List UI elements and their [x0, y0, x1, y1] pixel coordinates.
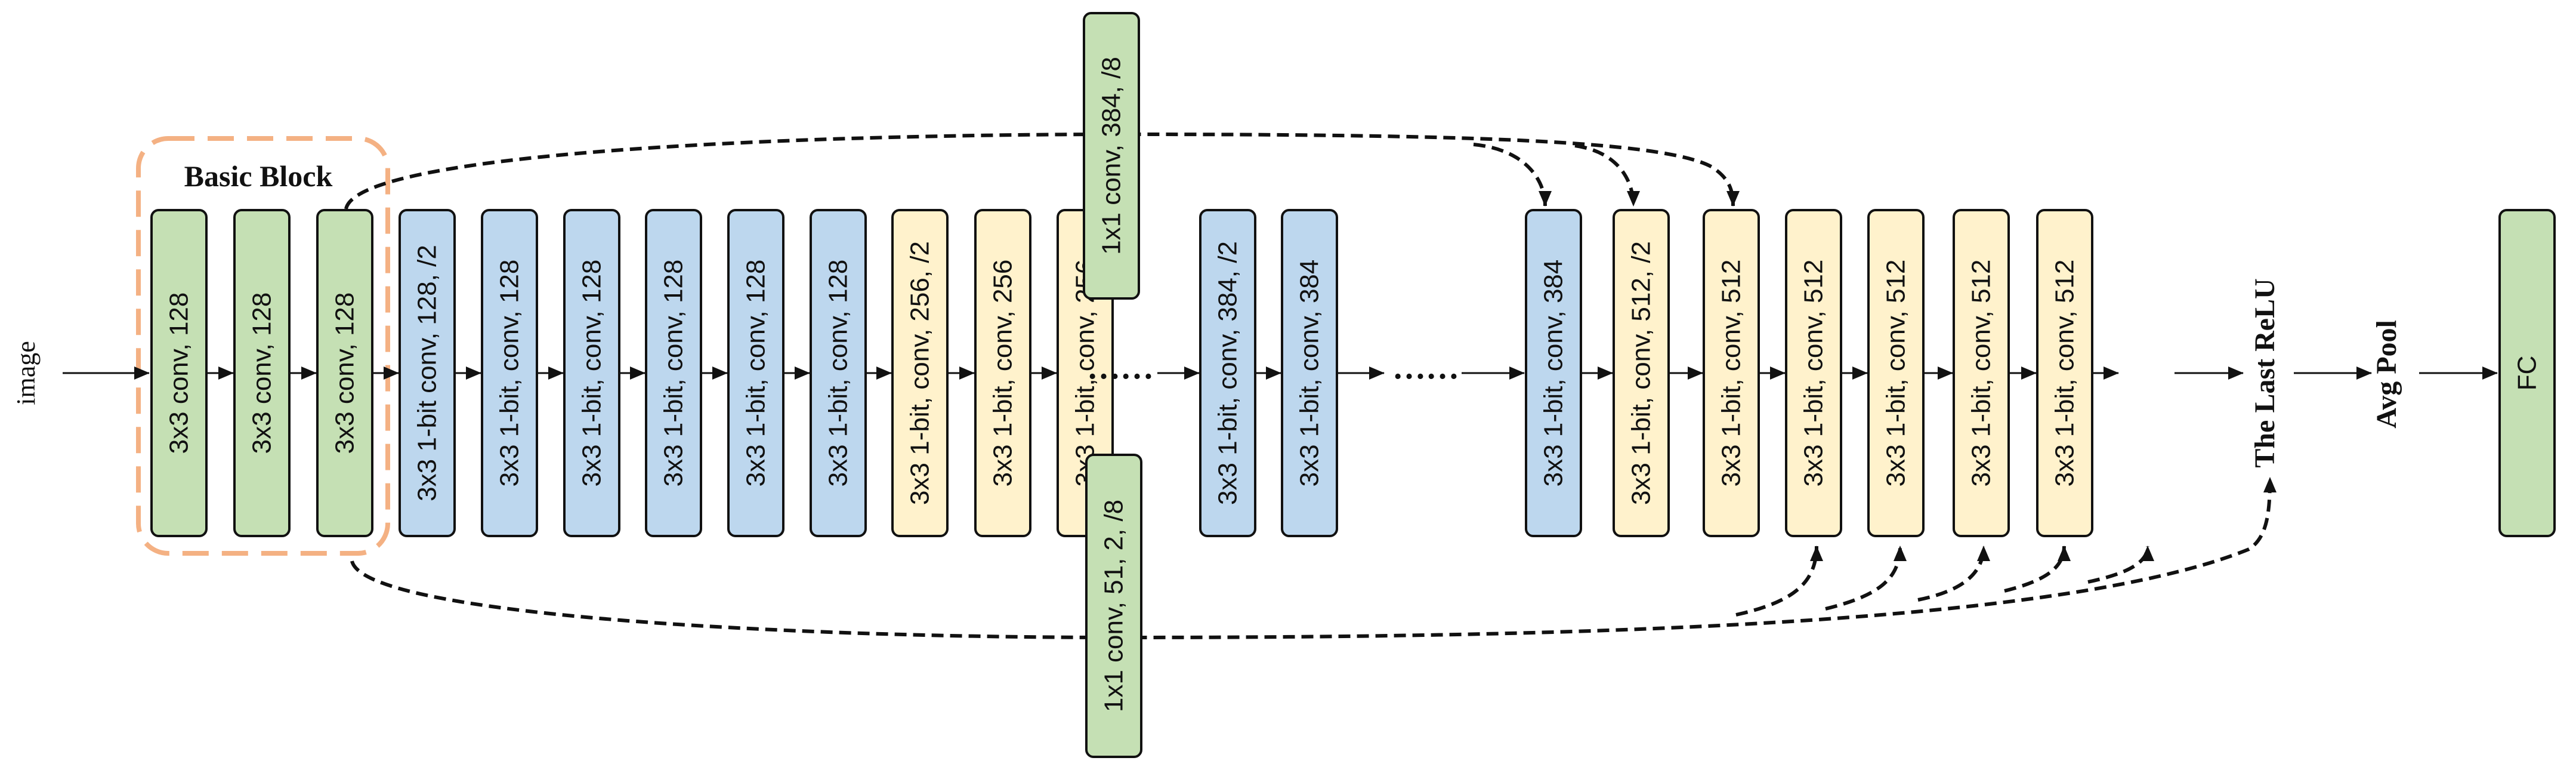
bottom-shortcut-branch-4 [2004, 546, 2071, 593]
block-b18-label: 3x3 1-bit, conv, 512 [1799, 260, 1828, 487]
block-b19: 3x3 1-bit, conv, 512 [1867, 209, 1925, 537]
side-block-top-box [1083, 12, 1140, 300]
basic-block-label: Basic Block [184, 159, 333, 193]
block-b13-label: 3x3 1-bit, conv, 384, /2 [1213, 241, 1243, 505]
block-b18: 3x3 1-bit, conv, 512 [1785, 209, 1842, 537]
block-b4: 3x3 1-bit conv, 128, /2 [399, 209, 456, 537]
block-b8-box [727, 209, 784, 537]
block-b17: 3x3 1-bit, conv, 512 [1703, 209, 1760, 537]
block-b9: 3x3 1-bit, conv, 128 [810, 209, 867, 537]
block-b20: 3x3 1-bit, conv, 512 [1953, 209, 2010, 537]
block-b21-box [2036, 209, 2093, 537]
side-block-bottom: 1x1 conv, 51, 2, /8 [1085, 454, 1142, 758]
basic-block-outline [136, 136, 390, 556]
side-block-bottom-label: 1x1 conv, 51, 2, /8 [1099, 500, 1129, 712]
shortcut-connections [344, 132, 2277, 640]
top-shortcut-curve [344, 132, 1740, 210]
block-b16: 3x3 1-bit, conv, 512, /2 [1613, 209, 1670, 537]
block-b17-box [1703, 209, 1760, 537]
block-b6-box [563, 209, 620, 537]
block-b15: 3x3 1-bit, conv, 384 [1525, 209, 1582, 537]
top-shortcut-branch-2 [1574, 144, 1640, 207]
side-block-top-label: 1x1 conv, 384, /8 [1097, 57, 1126, 255]
side-block-fc: FC [2498, 209, 2556, 537]
block-b4-box [399, 209, 456, 537]
block-b5: 3x3 1-bit, conv, 128 [481, 209, 538, 537]
block-b18-box [1785, 209, 1842, 537]
block-b11: 3x3 1-bit, conv, 256 [974, 209, 1031, 537]
block-b5-label: 3x3 1-bit, conv, 128 [495, 260, 524, 487]
bottom-shortcut-branch-1 [1735, 546, 1823, 617]
block-b1-label: 3x3 conv, 128 [165, 292, 194, 454]
block-b2: 3x3 conv, 128 [233, 209, 291, 537]
block-b4-label: 3x3 1-bit conv, 128, /2 [413, 245, 442, 501]
bottom-shortcut-branch-2 [1825, 546, 1907, 611]
block-b17-label: 3x3 1-bit, conv, 512 [1717, 260, 1746, 487]
block-b13: 3x3 1-bit, conv, 384, /2 [1199, 209, 1256, 537]
block-b3-label: 3x3 conv, 128 [331, 292, 360, 454]
block-b15-box [1525, 209, 1582, 537]
block-b11-box [974, 209, 1031, 537]
block-b13-box [1199, 209, 1256, 537]
block-b3: 3x3 conv, 128 [316, 209, 373, 537]
block-b3-box [316, 209, 373, 537]
block-b14-box [1281, 209, 1338, 537]
block-b9-box [810, 209, 867, 537]
block-b1: 3x3 conv, 128 [150, 209, 208, 537]
image-label: image [11, 341, 41, 405]
block-b19-box [1867, 209, 1925, 537]
side-block-top: 1x1 conv, 384, /8 [1083, 12, 1140, 300]
block-b5-box [481, 209, 538, 537]
block-b10-box [891, 209, 949, 537]
ellipsis-2: …… [1392, 349, 1459, 386]
block-b21-label: 3x3 1-bit, conv, 512 [2050, 260, 2080, 487]
side-block-fc-box [2498, 209, 2556, 537]
block-b11-label: 3x3 1-bit, conv, 256 [989, 260, 1018, 487]
block-b20-box [1953, 209, 2010, 537]
block-b8-label: 3x3 1-bit, conv, 128 [742, 260, 771, 487]
layer-blocks: 3x3 conv, 128 3x3 conv, 128 3x3 conv, 128 3… [150, 12, 2556, 758]
block-b15-label: 3x3 1-bit, conv, 384 [1539, 260, 1568, 487]
bottom-shortcut-curve [350, 477, 2277, 640]
block-b19-label: 3x3 1-bit, conv, 512 [1882, 260, 1911, 487]
block-b2-label: 3x3 conv, 128 [248, 292, 277, 454]
side-block-bottom-box [1085, 454, 1142, 758]
block-b21: 3x3 1-bit, conv, 512 [2036, 209, 2093, 537]
top-shortcut-branch-1 [1473, 143, 1552, 207]
block-b6-label: 3x3 1-bit, conv, 128 [577, 260, 607, 487]
ellipsis-1: …… [1087, 349, 1154, 386]
side-block-fc-label: FC [2513, 356, 2542, 391]
block-b2-box [233, 209, 291, 537]
avg-pool-label: Avg Pool [2371, 320, 2402, 429]
block-b1-box [150, 209, 208, 537]
block-b10-label: 3x3 1-bit, conv, 256, /2 [906, 241, 935, 505]
block-b14-label: 3x3 1-bit, conv, 384 [1295, 260, 1324, 487]
bottom-shortcut-branch-3 [1917, 546, 1990, 602]
block-b8: 3x3 1-bit, conv, 128 [727, 209, 784, 537]
bottom-shortcut-branch-5 [2087, 546, 2154, 584]
block-b14: 3x3 1-bit, conv, 384 [1281, 209, 1338, 537]
block-b6: 3x3 1-bit, conv, 128 [563, 209, 620, 537]
block-b16-box [1613, 209, 1670, 537]
last-relu-label: The Last ReLU [2249, 278, 2281, 467]
block-b16-label: 3x3 1-bit, conv, 512, /2 [1627, 241, 1656, 505]
block-b10: 3x3 1-bit, conv, 256, /2 [891, 209, 949, 537]
block-b7-label: 3x3 1-bit, conv, 128 [659, 260, 688, 487]
block-b20-label: 3x3 1-bit, conv, 512 [1967, 260, 1996, 487]
block-b7-box [645, 209, 702, 537]
block-b9-label: 3x3 1-bit, conv, 128 [824, 260, 853, 487]
block-b7: 3x3 1-bit, conv, 128 [645, 209, 702, 537]
